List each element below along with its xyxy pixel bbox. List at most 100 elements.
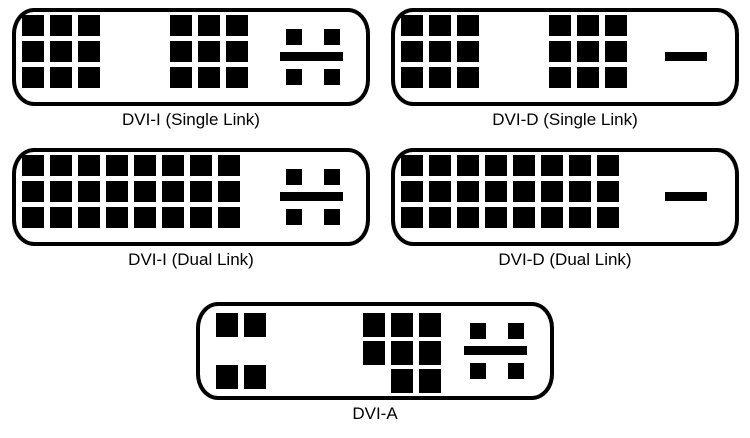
digital-pin (419, 341, 441, 365)
digital-pin (22, 207, 44, 228)
digital-pin (50, 15, 72, 36)
digital-pin (597, 155, 619, 176)
analog-pin (324, 29, 340, 45)
digital-pin (457, 15, 479, 36)
ground-blade (464, 346, 527, 355)
digital-pin (162, 207, 184, 228)
digital-pin (541, 181, 563, 202)
digital-pin (401, 41, 423, 62)
digital-pin (429, 155, 451, 176)
digital-pin (419, 313, 441, 337)
digital-pin (485, 181, 507, 202)
digital-pin (485, 155, 507, 176)
ground-blade (665, 52, 707, 61)
digital-pin (429, 207, 451, 228)
digital-pin (22, 15, 44, 36)
digital-pin (429, 181, 451, 202)
digital-pin (198, 41, 220, 62)
analog-pin (286, 29, 302, 45)
digital-pin (190, 207, 212, 228)
digital-pin (363, 341, 385, 365)
analog-pin (286, 209, 302, 225)
digital-pin (50, 67, 72, 88)
digital-pin (513, 207, 535, 228)
digital-pin (170, 67, 192, 88)
digital-pin (226, 41, 248, 62)
digital-pin (401, 181, 423, 202)
digital-pin (541, 155, 563, 176)
digital-pin (541, 207, 563, 228)
analog-pin (470, 363, 486, 379)
digital-pin (391, 313, 413, 337)
analog-pin (470, 323, 486, 339)
ground-blade (665, 192, 707, 201)
digital-pin (134, 181, 156, 202)
digital-pin (577, 15, 599, 36)
analog-pin (508, 323, 524, 339)
digital-pin (363, 313, 385, 337)
digital-pin (605, 15, 627, 36)
analog-pin (324, 169, 340, 185)
digital-pin (429, 41, 451, 62)
digital-pin (78, 15, 100, 36)
digital-pin (218, 207, 240, 228)
digital-pin (457, 41, 479, 62)
digital-pin (50, 155, 72, 176)
digital-pin (78, 207, 100, 228)
digital-pin (162, 155, 184, 176)
digital-pin (22, 41, 44, 62)
digital-pin (226, 15, 248, 36)
ground-blade (280, 52, 343, 61)
digital-pin (134, 155, 156, 176)
connector-label-dvi-d-dual: DVI-D (Dual Link) (498, 250, 632, 269)
analog-pin (324, 209, 340, 225)
digital-pin (134, 207, 156, 228)
digital-pin (190, 181, 212, 202)
digital-pin (50, 181, 72, 202)
digital-pin (391, 341, 413, 365)
digital-pin (22, 155, 44, 176)
digital-pin (106, 155, 128, 176)
digital-pin (419, 369, 441, 393)
digital-pin (198, 67, 220, 88)
digital-pin (391, 369, 413, 393)
connector-label-dvi-i-dual: DVI-I (Dual Link) (128, 250, 254, 269)
digital-pin (162, 181, 184, 202)
digital-pin (457, 155, 479, 176)
digital-pin (569, 181, 591, 202)
digital-pin (50, 207, 72, 228)
digital-pin (218, 155, 240, 176)
digital-pin (457, 207, 479, 228)
digital-pin (401, 15, 423, 36)
digital-pin (569, 207, 591, 228)
digital-pin (22, 67, 44, 88)
digital-pin (569, 155, 591, 176)
digital-pin (597, 181, 619, 202)
digital-pin (577, 41, 599, 62)
ground-blade (280, 192, 343, 201)
digital-pin (78, 41, 100, 62)
digital-pin (429, 15, 451, 36)
digital-pin (170, 15, 192, 36)
digital-pin (190, 155, 212, 176)
digital-pin (216, 313, 238, 337)
digital-pin (244, 365, 266, 389)
digital-pin (549, 41, 571, 62)
digital-pin (106, 181, 128, 202)
digital-pin (106, 207, 128, 228)
digital-pin (22, 181, 44, 202)
digital-pin (549, 67, 571, 88)
digital-pin (457, 181, 479, 202)
digital-pin (401, 207, 423, 228)
analog-pin (324, 69, 340, 85)
digital-pin (513, 181, 535, 202)
digital-pin (401, 155, 423, 176)
digital-pin (485, 207, 507, 228)
analog-pin (286, 69, 302, 85)
digital-pin (549, 15, 571, 36)
analog-pin (508, 363, 524, 379)
digital-pin (78, 155, 100, 176)
connector-label-dvi-d-single: DVI-D (Single Link) (492, 110, 638, 129)
digital-pin (244, 313, 266, 337)
